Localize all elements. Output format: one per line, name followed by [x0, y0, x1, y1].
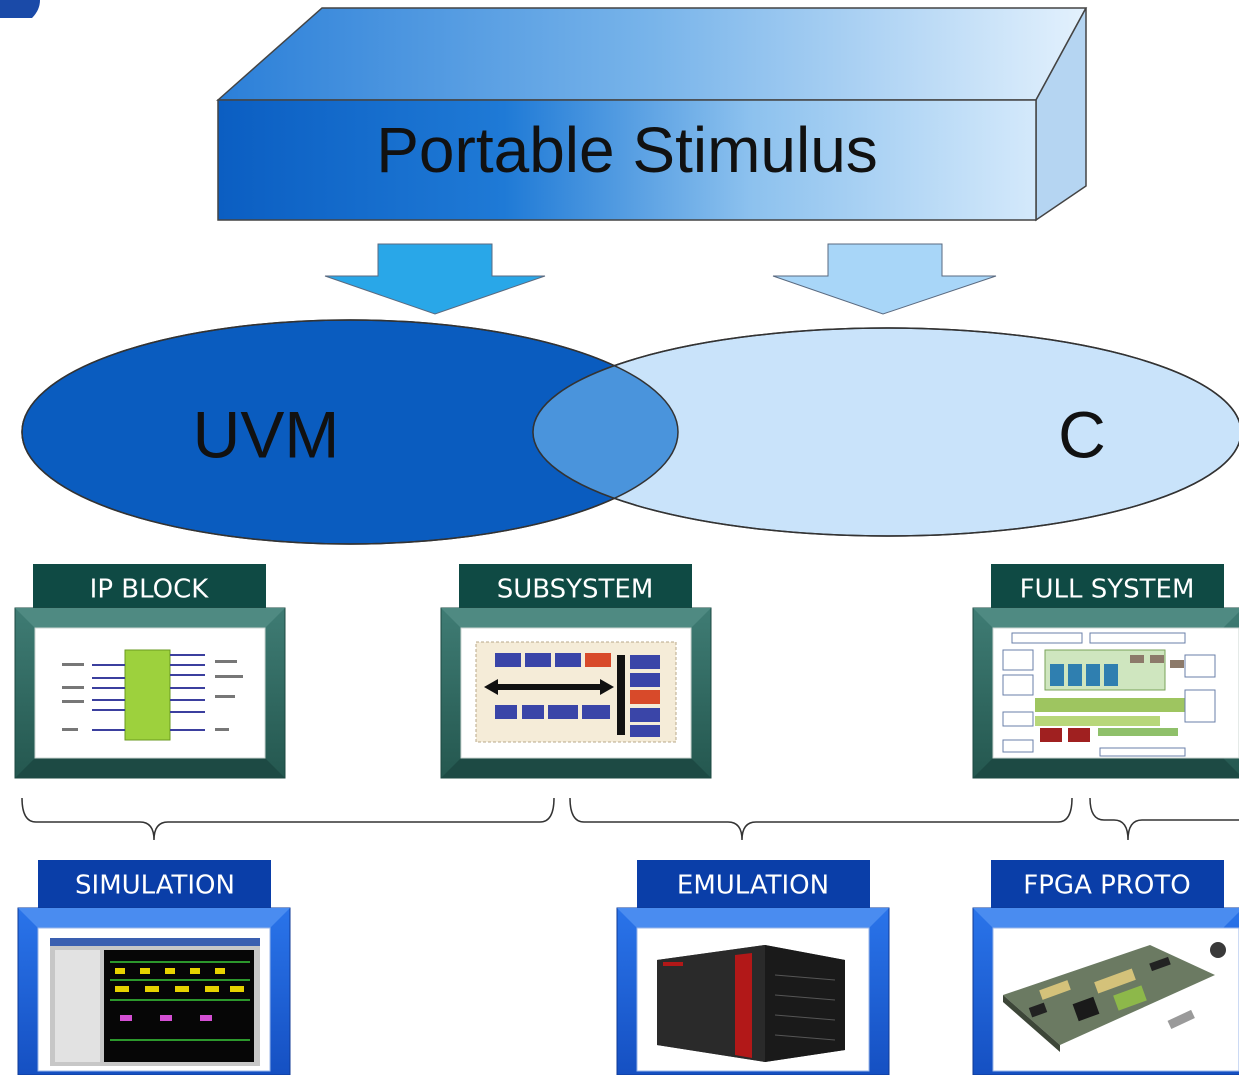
tab-emulation: [637, 860, 870, 910]
brace-ip-to-subsystem: [21, 797, 555, 841]
portable-stimulus-box: Portable Stimulus: [216, 7, 1088, 222]
tab-subsystem-label: SUBSYSTEM: [497, 575, 654, 605]
venn-diagram: UVM C: [21, 319, 1239, 545]
tab-simulation-label: SIMULATION: [75, 871, 235, 901]
level-full-system: FULL SYSTEM: [972, 564, 1239, 779]
waveform-screenshot-image: [50, 938, 260, 1066]
tab-fpga-proto: [991, 860, 1224, 910]
amba-subsystem-diagram-image: [475, 641, 677, 743]
arrow-down-left-icon: [324, 243, 546, 315]
arrow-down-right-icon: [772, 243, 997, 315]
level-subsystem: SUBSYSTEM: [440, 564, 712, 779]
emulator-hardware-image: [657, 945, 845, 1062]
tab-emulation-label: EMULATION: [677, 871, 829, 901]
platform-fpga-proto: FPGA PROTO: [972, 860, 1239, 1075]
venn-label-c: C: [1058, 397, 1106, 471]
soc-full-system-diagram-image: [1002, 632, 1216, 757]
tab-fpga-proto-label: FPGA PROTO: [1023, 871, 1190, 901]
ahb-master-diagram-image: [62, 649, 243, 741]
partial-title-glyph: [0, 0, 40, 18]
brace-subsystem-to-full: [569, 797, 1073, 841]
tab-subsystem: [459, 564, 692, 614]
tab-simulation: [38, 860, 271, 910]
box-label: Portable Stimulus: [376, 114, 878, 186]
brace-full-system: [1089, 797, 1239, 841]
platform-simulation: SIMULATION: [17, 860, 291, 1075]
level-ip-block: IP BLOCK: [14, 564, 286, 779]
platform-emulation: EMULATION: [616, 860, 890, 1075]
tab-full-system: [991, 564, 1224, 614]
venn-label-uvm: UVM: [193, 397, 340, 471]
tab-ip-block-label: IP BLOCK: [90, 575, 210, 605]
tab-ip-block: [33, 564, 266, 614]
fpga-board-image: [1003, 942, 1226, 1052]
tab-full-system-label: FULL SYSTEM: [1020, 575, 1195, 605]
